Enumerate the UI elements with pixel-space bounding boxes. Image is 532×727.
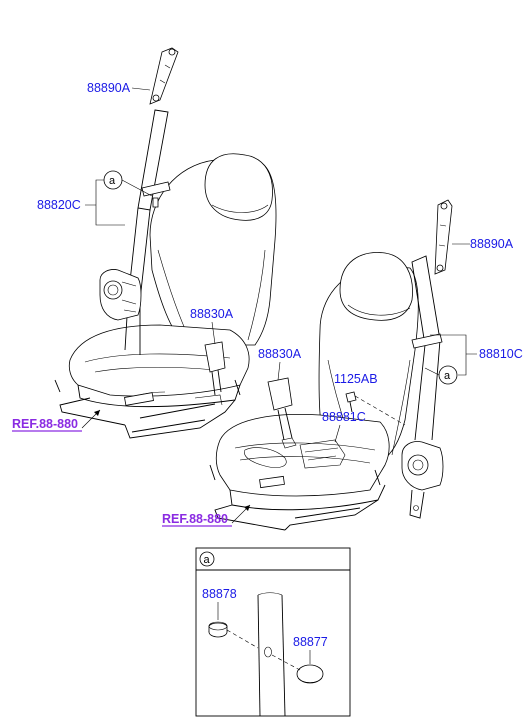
left-callout-letter: a bbox=[109, 175, 116, 187]
left-belt-assy-label: 88820C bbox=[37, 198, 81, 212]
detail-header-letter: a bbox=[204, 554, 211, 566]
left-retractor-top-label: 88890A bbox=[87, 81, 131, 95]
detail-header-circle bbox=[199, 551, 215, 567]
bolt bbox=[345, 391, 406, 426]
cover-label: 88881C bbox=[322, 410, 366, 424]
left-buckle-label: 88830A bbox=[190, 307, 234, 321]
left-seat bbox=[54, 153, 277, 439]
right-buckle bbox=[267, 377, 297, 449]
right-callout-letter: a bbox=[444, 370, 451, 382]
left-seat-belt bbox=[99, 47, 179, 355]
left-ref-label[interactable]: REF.88-880 bbox=[12, 417, 78, 431]
grommet-label: 88878 bbox=[202, 587, 237, 601]
bolt-label: 1125AB bbox=[334, 372, 378, 386]
cap-label: 88877 bbox=[293, 635, 328, 649]
right-seat-belt bbox=[401, 199, 453, 519]
detail-box: a bbox=[195, 547, 351, 717]
right-ref-label[interactable]: REF.88-880 bbox=[162, 512, 228, 526]
right-belt-assy-label: 88810C bbox=[479, 347, 523, 361]
right-retractor-top-label: 88890A bbox=[470, 237, 514, 251]
right-seat bbox=[209, 252, 419, 531]
right-buckle-label: 88830A bbox=[258, 347, 302, 361]
left-buckle bbox=[204, 341, 226, 396]
